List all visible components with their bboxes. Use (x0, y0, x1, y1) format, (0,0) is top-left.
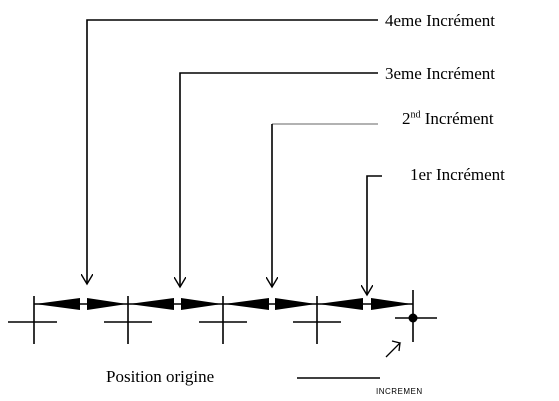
leader-4eme (87, 19, 378, 284)
label-3eme-increment: 3eme Incrément (385, 64, 495, 83)
origin-pointer-arrow (385, 340, 402, 358)
label-increment-small: INCREMEN (376, 387, 423, 396)
dimension-arrowheads (35, 298, 412, 310)
tick-marks (33, 290, 414, 344)
label-1er-increment: 1er Incrément (410, 166, 505, 182)
label-2nd-number: 2 (402, 110, 411, 128)
label-2nd-increment: 2nd Incrément (402, 110, 494, 132)
leader-2nd (272, 123, 378, 287)
label-4eme-increment: 4eme Incrément (385, 11, 495, 30)
cross-marks (8, 317, 437, 323)
origin-point (408, 313, 418, 323)
label-position-origine: Position origine (106, 367, 215, 386)
label-2nd-superscript: nd (410, 110, 421, 121)
label-2nd-text: Incrément (420, 110, 494, 128)
leader-1er (367, 175, 382, 295)
leader-3eme (180, 72, 378, 287)
